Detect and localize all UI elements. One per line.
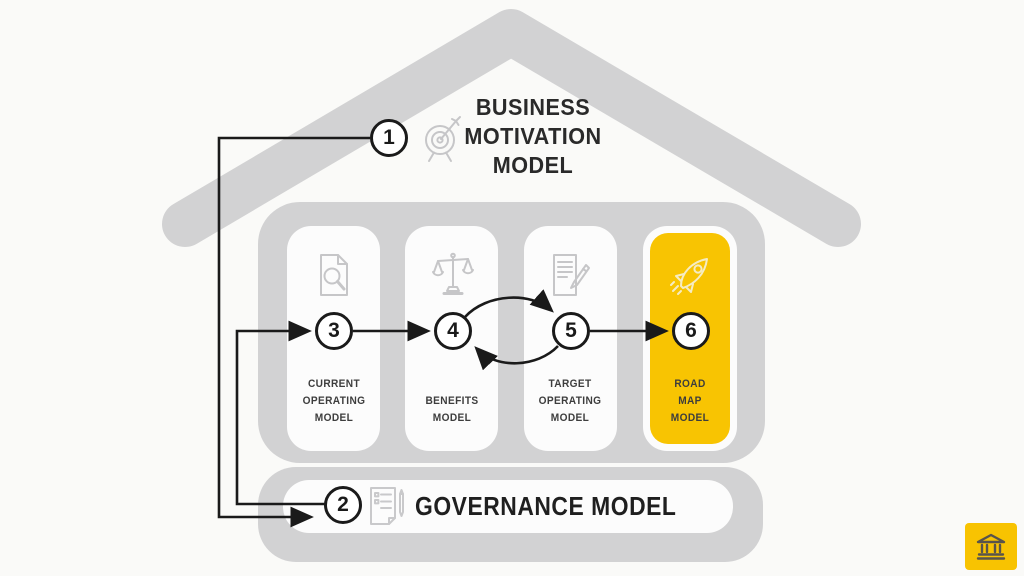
- document-search-icon: [320, 254, 348, 296]
- step-circle-4: 4: [434, 312, 472, 350]
- pillar-label-road-map-model: ROAD MAP MODEL: [670, 378, 710, 424]
- step-number-5: 5: [565, 319, 577, 342]
- step-number-1: 1: [383, 126, 395, 149]
- arrow-2-to-3: [235, 320, 326, 506]
- pillar-label-target-operating-model: TARGET OPERATING MODEL: [538, 378, 602, 424]
- step-circle-3: 3: [315, 312, 353, 350]
- bank-badge-button[interactable]: [965, 523, 1017, 570]
- diagram-title: BUSINESS MOTIVATION MODEL: [464, 94, 602, 178]
- step-number-6: 6: [685, 319, 697, 342]
- rocket-icon: [670, 258, 708, 295]
- arrow-5-to-4: [474, 345, 559, 371]
- step-circle-5: 5: [552, 312, 590, 350]
- document-pencil-icon: [553, 254, 590, 296]
- step-circle-1: 1: [370, 119, 408, 157]
- bank-icon: [976, 533, 1006, 560]
- clipboard-pencil-icon: [370, 487, 404, 525]
- governance-model-label: GOVERNANCE MODEL: [415, 491, 677, 521]
- step-number-2: 2: [337, 493, 349, 516]
- arrow-1-to-2: [217, 136, 370, 528]
- pillar-section-shape: [258, 202, 765, 463]
- step-number-4: 4: [447, 319, 459, 342]
- scales-icon: [432, 252, 474, 295]
- step-circle-2: 2: [324, 486, 362, 524]
- pillar-label-current-operating-model: CURRENT OPERATING MODEL: [302, 378, 366, 424]
- arrow-4-to-5: [464, 289, 554, 318]
- step-circle-6: 6: [672, 312, 710, 350]
- roof-shape: [162, 9, 861, 247]
- pillar-label-benefits-model: BENEFITS MODEL: [425, 395, 479, 424]
- step-number-3: 3: [328, 319, 340, 342]
- target-icon: [425, 116, 461, 162]
